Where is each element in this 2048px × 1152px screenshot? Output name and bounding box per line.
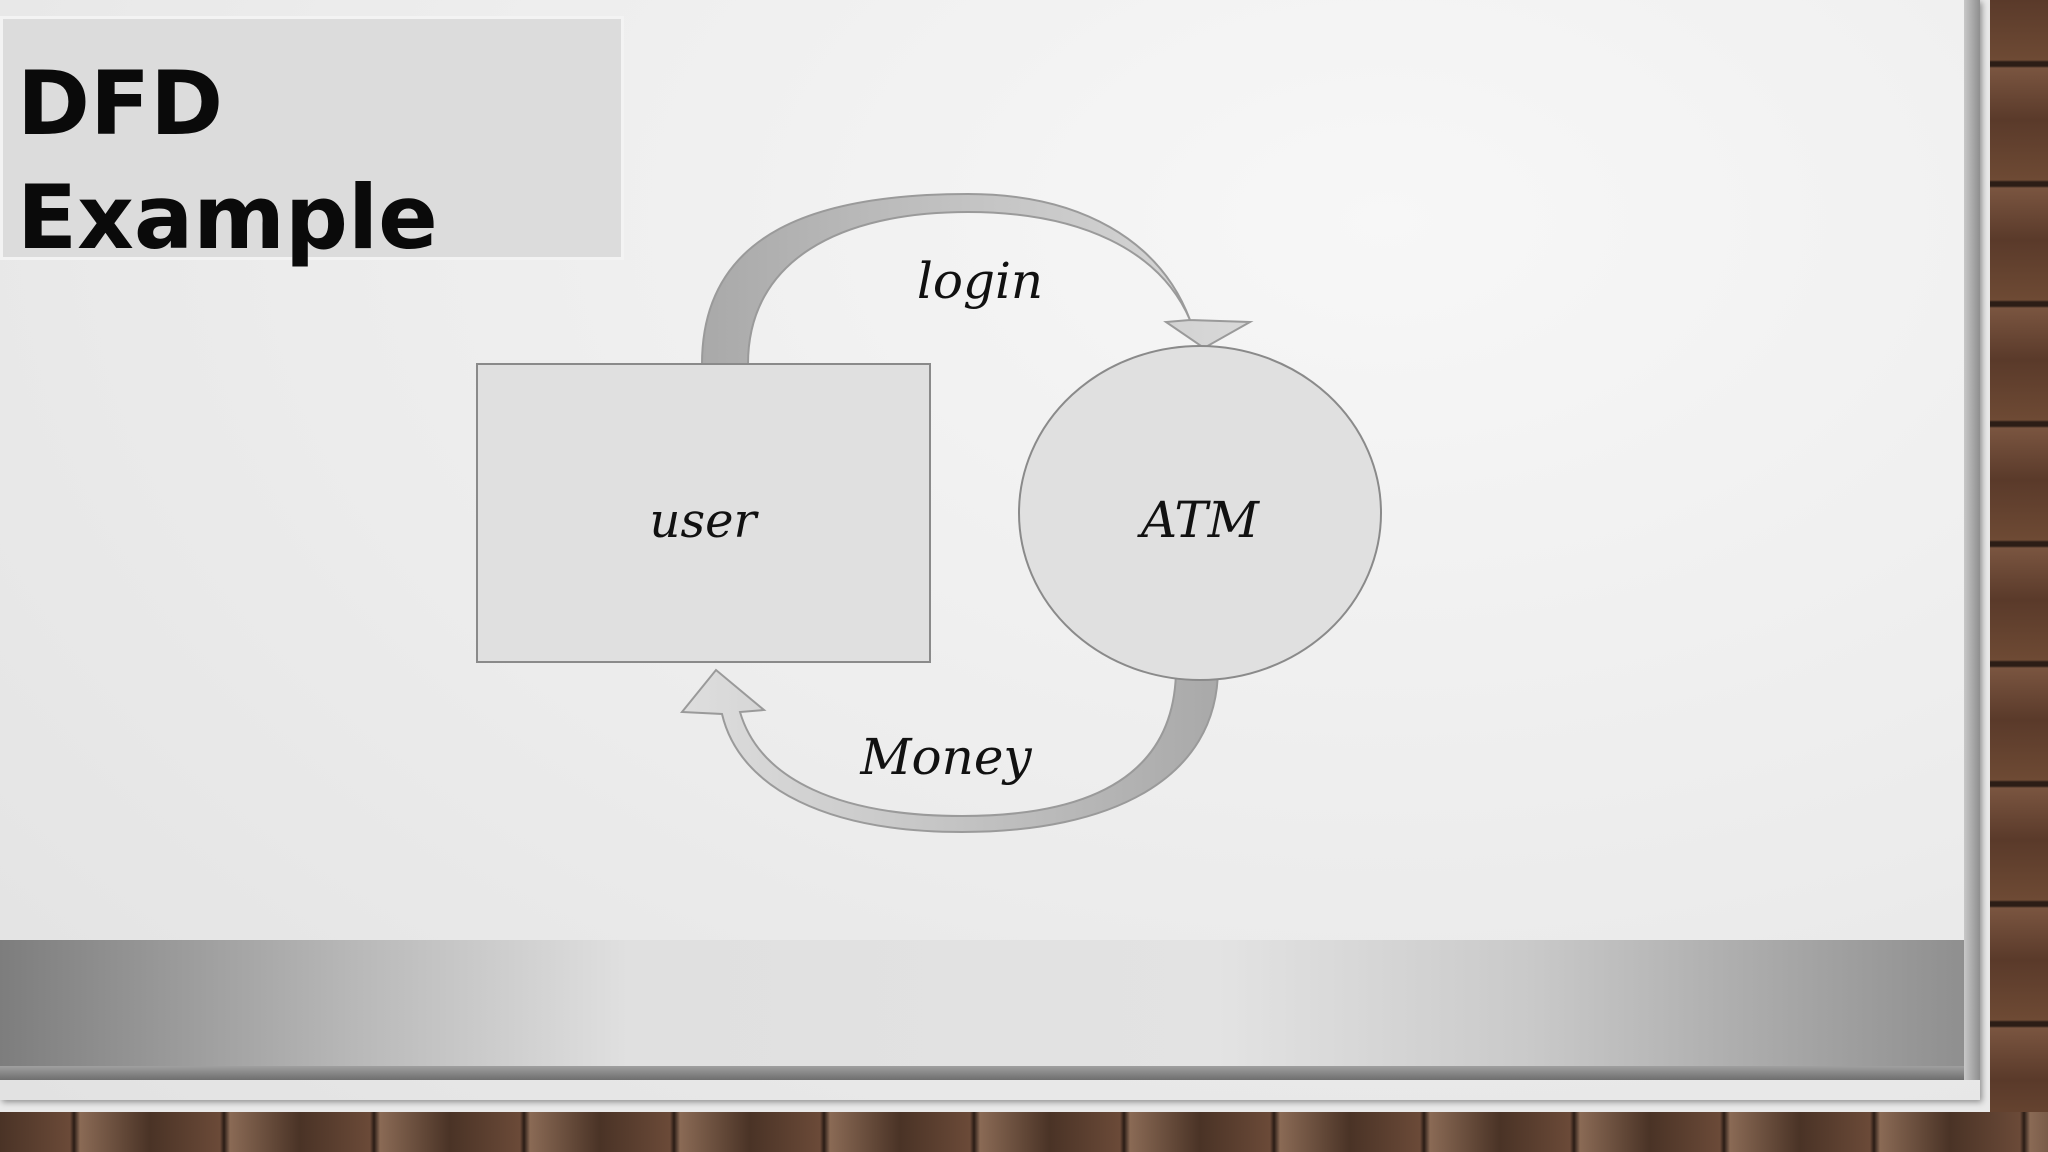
title-box: DFD Example xyxy=(0,16,624,269)
atm-process-label: ATM xyxy=(1137,491,1261,549)
slide-edge xyxy=(1964,0,1980,1080)
atm-process-circle xyxy=(1018,345,1382,681)
brick-wall-background-bottom xyxy=(0,1112,2048,1152)
slide: DFD Example xyxy=(0,0,1980,1100)
title-line-2: Example xyxy=(17,166,438,269)
slide-title: DFD Example xyxy=(17,47,438,275)
money-flow-label: Money xyxy=(859,728,1032,786)
dfd-diagram: user ATM login Money xyxy=(476,192,1382,834)
user-entity-box xyxy=(476,363,931,663)
slide-frame: DFD Example xyxy=(0,0,1990,1112)
title-line-1: DFD xyxy=(17,52,224,155)
money-flow-arrow xyxy=(679,667,1220,834)
footer-band xyxy=(0,940,1964,1080)
login-flow-label: login xyxy=(917,252,1043,310)
user-entity-label: user xyxy=(650,493,760,549)
login-flow-arrow xyxy=(700,192,1254,365)
brick-wall-background xyxy=(1990,0,2048,1152)
